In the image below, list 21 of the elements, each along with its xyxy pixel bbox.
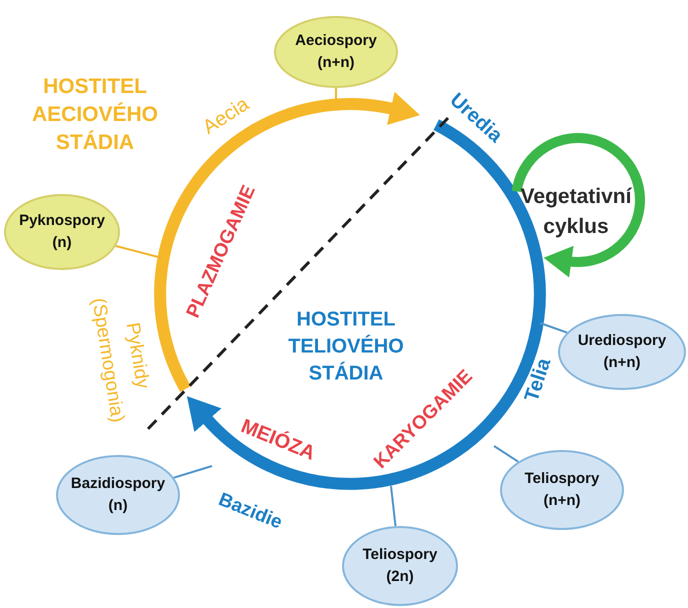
leader-line — [540, 322, 568, 334]
spore-label: (n) — [108, 496, 128, 516]
stage-label: Aecia — [198, 92, 254, 141]
spore-label: Pyknospory — [19, 211, 105, 231]
leader-line — [390, 486, 396, 526]
spore-label: (n+n) — [317, 53, 355, 73]
stage-label: Vegetativní cyklus — [520, 184, 633, 240]
leader-line — [174, 465, 212, 479]
stage-label: Telia — [520, 354, 556, 406]
spore-label: Teliospory — [362, 545, 438, 565]
leader-line — [335, 88, 337, 100]
spore-label: (n+n) — [603, 353, 641, 373]
stage-label: HOSTITEL AECIOVÉHO STÁDIA — [30, 74, 160, 156]
spore-label: Aeciospory — [295, 31, 377, 51]
leader-line — [493, 445, 519, 463]
spore-label: Bazidiospory — [70, 474, 166, 494]
spore-label: (n) — [52, 233, 72, 253]
spore-label: (n+n) — [543, 491, 581, 511]
spore-label: Urediospory — [578, 331, 666, 351]
spore-label: (2n) — [386, 567, 414, 587]
spore-label: Teliospory — [524, 469, 600, 489]
